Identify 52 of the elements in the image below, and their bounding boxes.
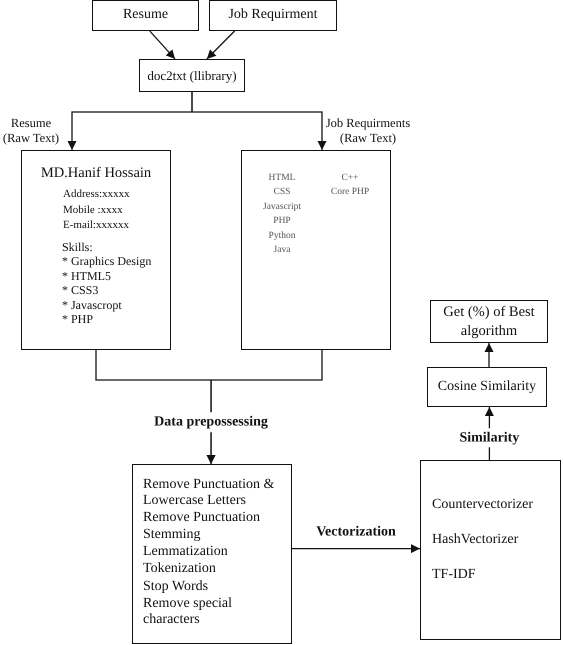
node-text: Resume xyxy=(122,7,168,24)
document-box xyxy=(21,150,171,350)
skill-item: Python xyxy=(268,230,296,242)
node-caption: Resume (Raw Text) xyxy=(2,116,60,146)
node-text: doc2txt (llibrary) xyxy=(147,68,237,84)
skill-item: * CSS3 xyxy=(61,283,100,298)
process-box xyxy=(139,59,245,92)
step-item: Remove special characters xyxy=(143,596,234,628)
skill-item: Java xyxy=(272,244,292,256)
skill-item: * Javascropt xyxy=(61,298,123,312)
step-item: Remove Punctuation xyxy=(143,510,262,526)
skill-item: HTML xyxy=(268,173,296,184)
arrow xyxy=(292,544,420,554)
skill-item: * HTML5 xyxy=(61,268,112,284)
skill-item: * PHP xyxy=(61,312,94,326)
step-item: Stemming xyxy=(143,527,202,544)
person-name: MD.Hanif Hossain xyxy=(40,165,152,182)
section-heading: Skills: xyxy=(61,240,94,254)
skill-item: Javascript xyxy=(262,202,302,214)
method-item: HashVectorizer xyxy=(432,532,520,549)
step-item: Tokenization xyxy=(143,561,217,578)
method-item: TF-IDF xyxy=(432,566,477,584)
arrow xyxy=(149,30,176,60)
method-item: Countervectorizer xyxy=(432,497,534,514)
skill-item: CSS xyxy=(272,187,292,199)
edge-label: Similarity xyxy=(457,428,522,448)
process-box xyxy=(420,460,561,640)
arrow xyxy=(206,350,323,464)
contact-line: Mobile :xxxx xyxy=(62,204,124,217)
edge-label: Data prepossessing xyxy=(152,412,270,432)
input-box xyxy=(209,0,337,31)
skill-item: * Graphics Design xyxy=(61,254,152,269)
result-box xyxy=(430,300,548,343)
node-text: Get (%) of Best algorithm xyxy=(442,303,536,340)
arrow xyxy=(206,30,236,60)
process-box xyxy=(427,367,547,407)
node-text: Job Requirment xyxy=(228,7,318,24)
contact-line: E-mail:xxxxxx xyxy=(62,218,130,232)
process-box xyxy=(132,464,292,644)
node-caption: Job Requirments (Raw Text) xyxy=(324,116,412,146)
step-item: Remove Punctuation & Lowercase Letters xyxy=(143,477,276,510)
step-item: Lemmatization xyxy=(143,544,229,560)
arrow xyxy=(484,343,494,367)
step-item: Stop Words xyxy=(143,578,210,595)
skill-item: C++ xyxy=(340,173,360,184)
contact-line: Address:xxxxx xyxy=(62,188,131,202)
input-box xyxy=(92,0,199,31)
skill-item: Core PHP xyxy=(330,187,370,199)
arrow xyxy=(191,92,326,150)
document-box xyxy=(241,150,391,350)
node-text: Cosine Similarity xyxy=(438,378,536,396)
skill-item: PHP xyxy=(272,216,292,228)
